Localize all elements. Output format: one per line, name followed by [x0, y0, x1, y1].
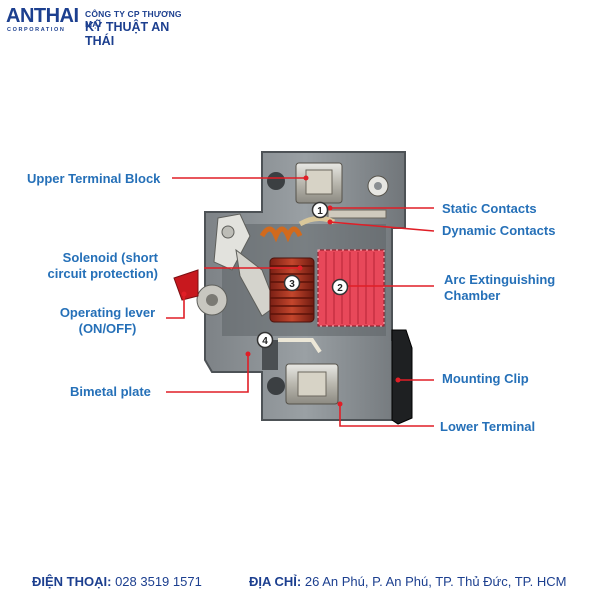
company-logo: ANTHAI CORPORATION CÔNG TY CP THƯƠNG MẠI… — [6, 5, 196, 48]
callout-3: 3 — [283, 274, 301, 292]
lever-mechanism — [196, 213, 277, 317]
address-value: 26 An Phú, P. An Phú, TP. Thủ Đức, TP. H… — [301, 574, 567, 589]
company-name-line1: CÔNG TY CP THƯƠNG MẠI — [85, 9, 182, 29]
phone-number[interactable]: 028 3519 1571 — [111, 574, 202, 589]
callout-2: 2 — [331, 278, 349, 296]
label-upper-terminal-block: Upper Terminal Block — [27, 171, 161, 186]
label-lower-terminal: Lower Terminal — [440, 419, 536, 434]
operating-lever-knob — [173, 269, 199, 301]
leader-dynamic-contacts — [329, 221, 435, 232]
arc-chamber — [317, 249, 385, 327]
leader-bimetal — [166, 354, 249, 393]
mounting-clip — [391, 329, 413, 425]
footer-phone: ĐIỆN THOẠI: 028 3519 1571 — [32, 574, 202, 589]
phone-label: ĐIỆN THOẠI: — [32, 574, 112, 589]
label-arc-chamber: Arc Extinguishing Chamber — [444, 272, 556, 303]
address-label: ĐỊA CHỈ: — [249, 574, 302, 589]
callout-1-number: 1 — [317, 206, 323, 217]
leader-lower-terminal — [339, 404, 434, 427]
footer-address: ĐỊA CHỈ: 26 An Phú, P. An Phú, TP. Thủ Đ… — [249, 574, 567, 589]
label-solenoid: Solenoid (short circuit protection) — [47, 250, 158, 281]
logo-subtitle: CORPORATION — [7, 27, 66, 33]
label-static-contacts: Static Contacts — [442, 201, 537, 216]
label-bimetal-plate: Bimetal plate — [70, 384, 151, 399]
lower-terminal — [267, 363, 339, 405]
callout-2-number: 2 — [337, 283, 343, 294]
logo-wordmark: ANTHAI — [6, 5, 79, 27]
label-dynamic-contacts: Dynamic Contacts — [442, 223, 556, 238]
upper-terminal — [267, 162, 389, 204]
label-mounting-clip: Mounting Clip — [442, 371, 529, 386]
label-operating-lever: Operating lever (ON/OFF) — [59, 305, 156, 336]
leader-lines — [166, 177, 435, 427]
callout-4: 4 — [256, 331, 274, 349]
callout-1: 1 — [311, 201, 329, 219]
company-name-line2: KỸ THUẬT AN THÁI — [85, 20, 170, 48]
spring — [259, 226, 303, 243]
leader-operating-lever — [166, 294, 185, 319]
callout-3-number: 3 — [289, 279, 295, 290]
callout-4-number: 4 — [262, 336, 268, 347]
